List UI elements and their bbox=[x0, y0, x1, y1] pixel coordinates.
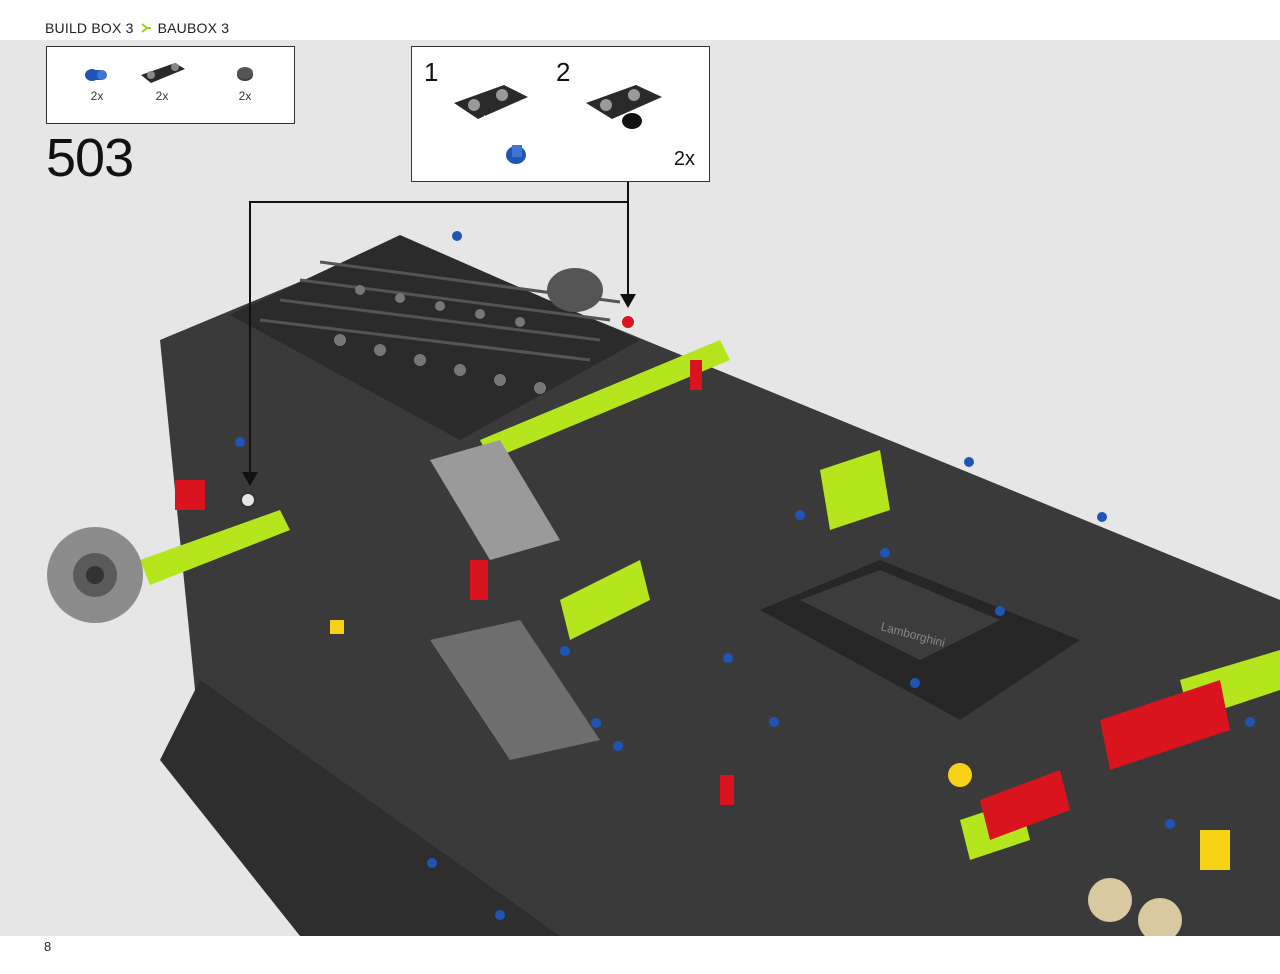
page-number: 8 bbox=[44, 939, 52, 954]
page-header: BUILD BOX 3 BAUBOX 3 bbox=[0, 0, 1280, 40]
breadcrumb-baubox: BAUBOX 3 bbox=[157, 20, 230, 36]
sub-step-2-label: 2 bbox=[556, 57, 571, 87]
sub-assembly-qty: 2x bbox=[673, 148, 695, 170]
model-illustration: Lamborghini bbox=[47, 182, 1280, 936]
part-round-tile: 2x bbox=[220, 61, 270, 103]
blue-axle-pin-icon bbox=[85, 69, 107, 81]
part-qty: 2x bbox=[238, 89, 252, 103]
part-black-connector: 2x bbox=[137, 61, 187, 103]
black-connector-icon bbox=[141, 63, 185, 83]
leaf-chevron-icon bbox=[140, 23, 151, 33]
page-footer bbox=[0, 936, 1280, 974]
round-tile-icon bbox=[237, 67, 253, 81]
part-blue-pin: 2x bbox=[72, 61, 122, 103]
breadcrumb-build-box: BUILD BOX 3 bbox=[45, 20, 134, 36]
sub-step-2-illustration bbox=[586, 85, 662, 129]
step-number: 503 bbox=[46, 128, 134, 188]
part-qty: 2x bbox=[90, 89, 104, 103]
breadcrumb: BUILD BOX 3 BAUBOX 3 bbox=[45, 20, 229, 36]
sub-assembly-box: 1 2 2x bbox=[411, 46, 710, 182]
sub-step-1-illustration bbox=[454, 85, 528, 164]
parts-list-box: 2x 2x 2x bbox=[46, 46, 295, 124]
build-scene-background: Lamborghini bbox=[0, 40, 1280, 936]
part-qty: 2x bbox=[155, 89, 169, 103]
sub-step-1-label: 1 bbox=[424, 57, 439, 87]
